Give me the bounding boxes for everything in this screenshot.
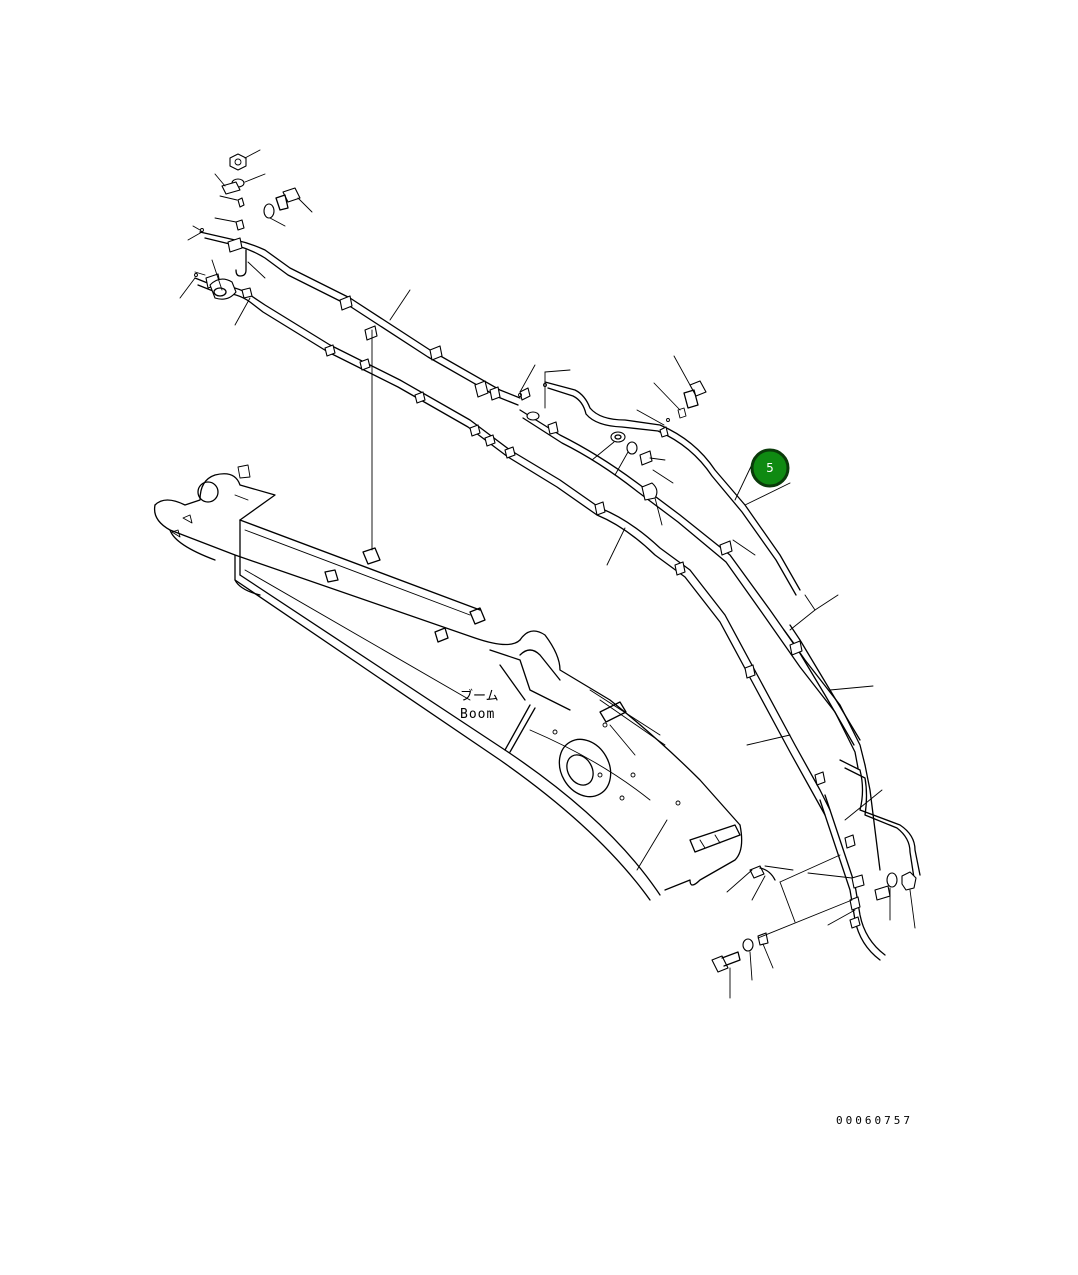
washer-icon <box>886 872 898 888</box>
bolt-icon <box>711 955 729 973</box>
washer-icon <box>742 938 754 952</box>
boom-body <box>153 464 743 901</box>
hydraulic-lines <box>194 231 921 961</box>
leader-lines <box>179 149 916 999</box>
hardware-parts <box>192 153 917 973</box>
callout-number: 5 <box>766 461 774 475</box>
washer-icon <box>626 441 638 455</box>
callout-5[interactable]: 5 <box>750 448 790 488</box>
callout-circle[interactable] <box>750 448 790 488</box>
boom-label-en: Boom <box>460 707 495 722</box>
hook-icon <box>235 249 247 277</box>
bolt-icon <box>689 380 707 397</box>
nut-icon <box>901 871 917 891</box>
washer-icon <box>610 431 626 443</box>
nut-icon <box>229 153 247 171</box>
drawing-number: 00060757 <box>836 1114 913 1127</box>
washer-icon <box>263 203 275 219</box>
bracket-icon <box>221 181 241 195</box>
boom-label-jp: ブーム <box>460 688 499 704</box>
